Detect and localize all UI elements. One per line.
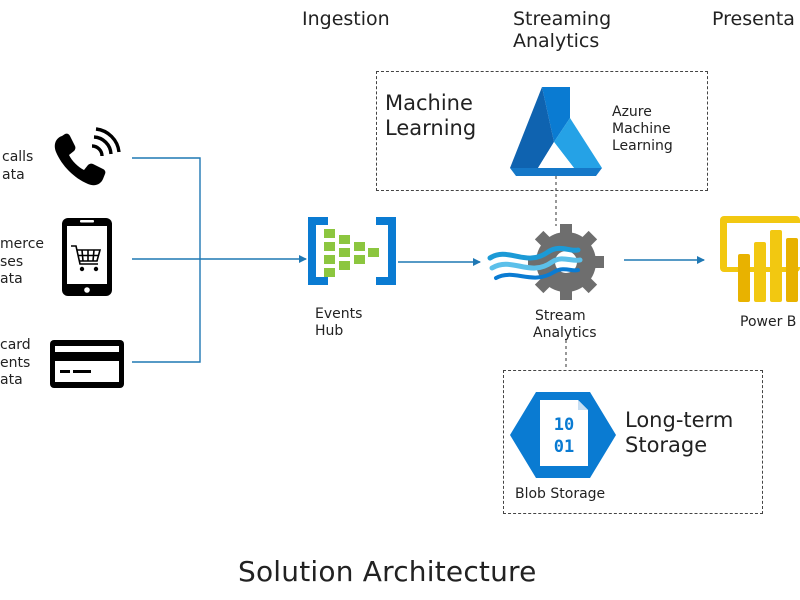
mobile-cart-icon	[62, 218, 112, 296]
phone-icon	[54, 127, 121, 186]
storage-box-line2: Storage	[625, 433, 708, 457]
machine-learning-box-label: Machine Learning	[385, 91, 476, 141]
azure-ml-label: Azure Machine Learning	[612, 104, 673, 155]
azure-ml-line3: Learning	[612, 138, 673, 154]
diagram-caption: Solution Architecture	[238, 555, 537, 588]
credit-card-icon	[50, 340, 124, 388]
blob-storage-label: Blob Storage	[515, 486, 606, 502]
long-term-storage-box	[503, 370, 763, 514]
stage-presentation: Presenta	[712, 8, 795, 30]
machine-learning-box	[376, 71, 708, 191]
source-ecommerce-line1: merce	[0, 236, 45, 252]
azure-ml-line2: Machine	[612, 121, 671, 137]
events-hub-label: Events Hub	[315, 306, 362, 340]
stage-streaming-analytics: Streaming Analytics	[513, 8, 611, 52]
blob-icon-text-top: 10	[554, 415, 574, 435]
power-bi-label: Power B	[740, 314, 797, 330]
stream-analytics-line1: Stream	[535, 308, 586, 324]
stage-streaming-line1: Streaming	[513, 8, 612, 30]
source-card-line3: ata	[0, 372, 23, 388]
source-calls-label: calls ata	[0, 149, 33, 184]
long-term-storage-label: Long-term Storage	[625, 408, 733, 458]
stream-analytics-line2: Analytics	[533, 325, 597, 341]
source-calls-line1: calls	[2, 149, 34, 165]
blob-storage-hexagon-icon: 10 01	[510, 392, 616, 478]
azure-ml-line1: Azure	[612, 104, 652, 120]
ml-box-line2: Learning	[385, 116, 477, 140]
source-calls-line2: ata	[2, 166, 25, 183]
events-hub-line1: Events	[315, 306, 363, 322]
azure-ml-flask-icon	[510, 87, 602, 176]
stage-ingestion: Ingestion	[302, 8, 390, 30]
stage-streaming-line2: Analytics	[513, 30, 600, 52]
connector-source3	[132, 259, 201, 363]
source-card-line1: card	[0, 337, 31, 353]
storage-box-line1: Long-term	[625, 408, 734, 432]
source-ecommerce-line3: ata	[0, 271, 23, 287]
stream-analytics-label: Stream Analytics	[533, 308, 597, 342]
events-hub-icon	[308, 217, 396, 285]
events-hub-line2: Hub	[315, 323, 344, 339]
blob-icon-text-bottom: 01	[554, 437, 574, 457]
source-ecommerce-line2: ses	[0, 253, 24, 270]
source-ecommerce-label: merce ses ata	[0, 236, 44, 289]
stream-analytics-gear-icon	[487, 224, 604, 300]
connector-source1	[132, 157, 201, 259]
ml-box-line1: Machine	[385, 91, 473, 115]
source-card-line2: ents	[0, 354, 31, 371]
power-bi-icon	[720, 216, 800, 302]
source-card-label: card ents ata	[0, 337, 31, 390]
